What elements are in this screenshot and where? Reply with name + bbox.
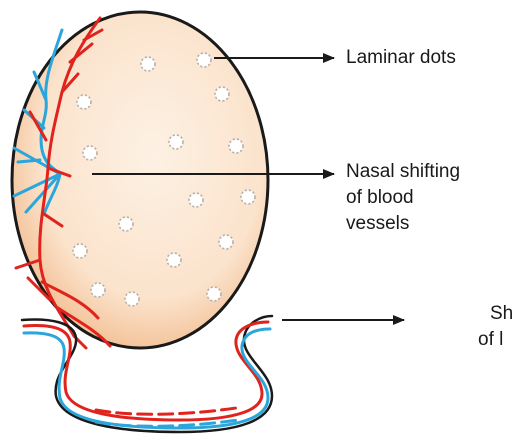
laminar-dot <box>228 138 244 154</box>
laminar-dot <box>72 243 88 259</box>
laminar-dots <box>72 52 256 307</box>
laminar-dot <box>76 94 92 110</box>
laminar-dot <box>166 252 182 268</box>
optic-disc <box>10 10 270 350</box>
laminar-dot <box>188 192 204 208</box>
laminar-dot <box>118 216 134 232</box>
laminar-dot <box>124 291 140 307</box>
cup-cross-section <box>20 314 274 434</box>
laminar-dot <box>196 52 212 68</box>
arteries <box>14 16 112 350</box>
cup-label-line1: Sh <box>490 303 514 324</box>
cup-label-line2: of l <box>478 329 504 350</box>
laminar-dot <box>214 86 230 102</box>
laminar-dot <box>82 145 98 161</box>
laminar-dot <box>206 286 222 302</box>
laminar-dot <box>90 282 106 298</box>
nasal-shift-label-line1: Nasal shifting <box>346 161 461 182</box>
laminar-dot <box>140 56 156 72</box>
nasal-shift-label-line2: of blood <box>346 187 414 208</box>
laminar-dot <box>240 189 256 205</box>
nasal-shift-label-line3: vessels <box>346 213 410 234</box>
laminar-dots-label: Laminar dots <box>346 47 456 68</box>
laminar-dot <box>218 234 234 250</box>
laminar-dot <box>168 134 184 150</box>
